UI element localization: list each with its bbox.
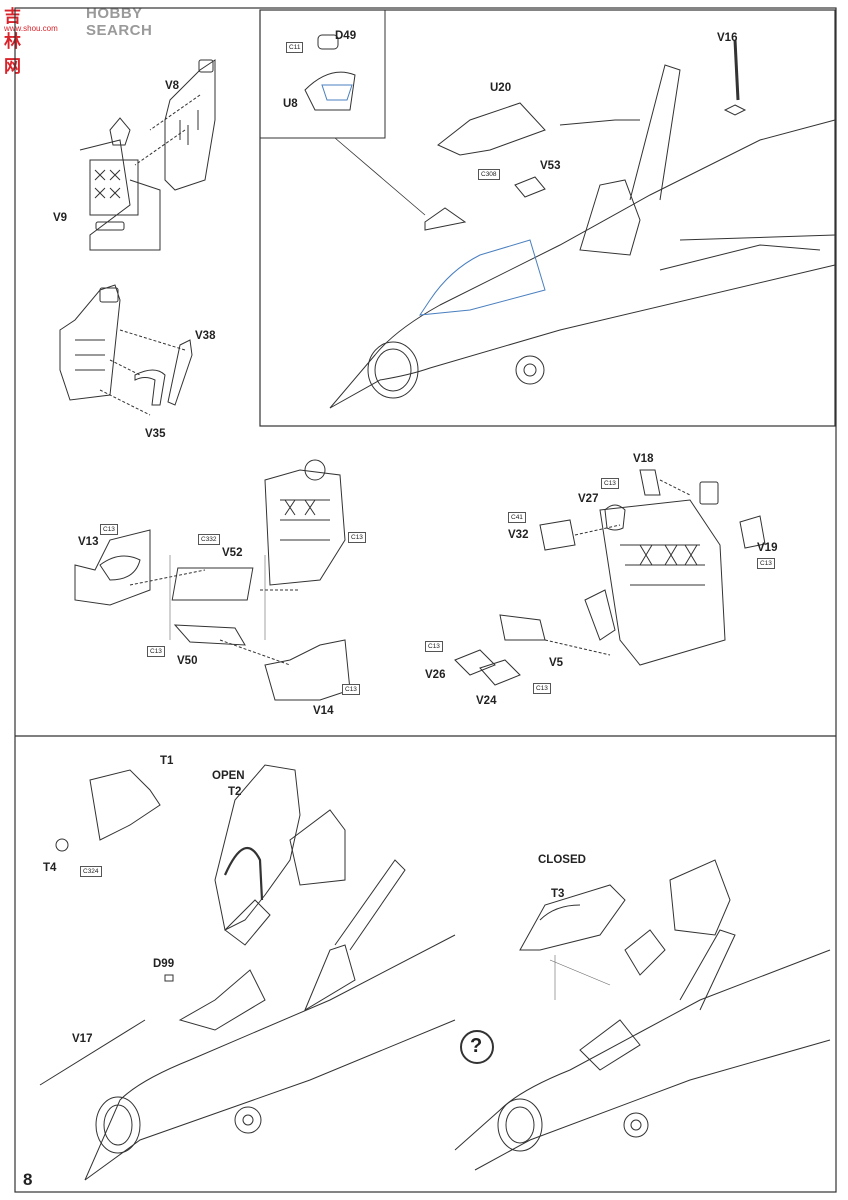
part-label: V17 (72, 1033, 93, 1045)
nose-canopy-drawing (304, 34, 836, 409)
part-label: T3 (551, 888, 565, 900)
seat-v35-v38-drawing (59, 284, 193, 416)
nose-canopy-panel (259, 9, 836, 427)
part-label: V52 (222, 547, 243, 559)
callout-tag: C13 (147, 646, 165, 657)
callout-tag: C13 (601, 478, 619, 489)
callout-tag: C332 (198, 534, 220, 545)
part-label: V19 (757, 542, 778, 554)
part-label: V18 (633, 453, 654, 465)
query-circle (460, 1030, 494, 1064)
callout-tag: C13 (348, 532, 366, 543)
part-label: V9 (53, 212, 68, 224)
callout-tag: C41 (508, 512, 526, 523)
watermark-logo: 吉林网 (4, 7, 22, 77)
part-label: V16 (717, 32, 738, 44)
part-label: V14 (313, 705, 334, 717)
part-label: V26 (425, 669, 446, 681)
part-label: V38 (195, 330, 216, 342)
callout-tag: C11 (286, 42, 304, 53)
open-canopy-drawing (39, 764, 456, 1181)
watermark-url: www.shou.com (4, 24, 58, 33)
part-label: V5 (549, 657, 564, 669)
page-number: 8 (23, 1170, 33, 1189)
state-label: OPEN (212, 770, 245, 782)
seat-v8-v9-drawing (79, 59, 216, 251)
callout-tag: C324 (80, 866, 102, 877)
part-label: T1 (160, 755, 174, 767)
callout-tag: C13 (425, 641, 443, 652)
callout-tag: C13 (757, 558, 775, 569)
seat-left-drawing (74, 459, 351, 701)
part-label: V8 (165, 80, 180, 92)
callout-tag: C13 (533, 683, 551, 694)
part-label: V13 (78, 536, 99, 548)
watermark-brand: HOBBY SEARCH (86, 5, 153, 39)
callout-tag: C13 (342, 684, 360, 695)
state-label: CLOSED (538, 854, 586, 866)
page-frame (14, 7, 837, 1193)
seat-right-drawing (454, 469, 766, 686)
closed-canopy-drawing (454, 859, 831, 1171)
part-label: V50 (177, 655, 198, 667)
part-label: V32 (508, 529, 529, 541)
part-label: D49 (335, 30, 357, 42)
callout-tag: C308 (478, 169, 500, 180)
callout-tag: C13 (100, 524, 118, 535)
query-symbol: ? (470, 1035, 483, 1057)
part-label: V35 (145, 428, 166, 440)
part-label: V27 (578, 493, 599, 505)
part-label: U20 (490, 82, 512, 94)
part-label: V24 (476, 695, 497, 707)
part-label: V53 (540, 160, 561, 172)
part-label: U8 (283, 98, 298, 110)
part-label: D99 (153, 958, 175, 970)
part-label: T4 (43, 862, 57, 874)
part-label: T2 (228, 786, 242, 798)
